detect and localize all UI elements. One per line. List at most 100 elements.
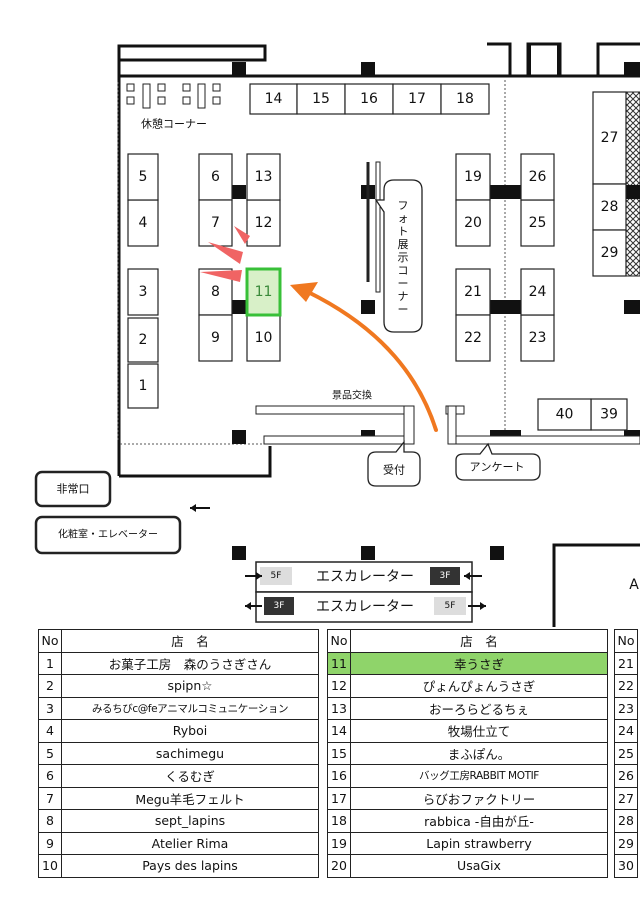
row-no: 17: [327, 786, 351, 810]
booth-24: 24: [520, 268, 555, 316]
row-no: 16: [327, 764, 351, 788]
booth-10: 10: [246, 314, 281, 362]
row-name: UsaGix: [350, 854, 608, 878]
rest-corner-seats: [126, 83, 221, 109]
row-no: 3: [38, 696, 62, 720]
booth-number: 13: [255, 169, 273, 185]
booth-box: [245, 267, 282, 317]
row-name: rabbica -自由が丘-: [350, 809, 608, 833]
booth-26: 26: [520, 153, 555, 201]
hall-wall-bottom: [119, 446, 272, 478]
row-name: Atelier Rima: [61, 831, 319, 855]
booth-7: 7: [198, 199, 233, 247]
row-no: 7: [38, 786, 62, 810]
row-name: Ryboi: [61, 719, 319, 743]
row-no: 23: [614, 696, 638, 720]
escalator-label: エスカレーター: [316, 599, 414, 615]
booth-number: 15: [312, 91, 330, 107]
row-name: おーろらどるちぇ: [350, 696, 608, 720]
row-no: 26: [614, 764, 638, 788]
booth-number: 25: [529, 215, 547, 231]
escalator-label: エスカレーター: [316, 569, 414, 585]
row-no: 15: [327, 741, 351, 765]
survey-label: アンケート: [470, 461, 525, 474]
table-row: 30: [614, 854, 638, 878]
table-row: 22: [614, 674, 638, 698]
row-name: Megu羊毛フェルト: [61, 786, 319, 810]
booth-3: 3: [127, 268, 159, 316]
booth-number: 22: [464, 330, 482, 346]
header-no: No: [327, 629, 351, 653]
row-no: 21: [614, 651, 638, 675]
booth-box: [198, 199, 233, 247]
booth-number: 12: [255, 215, 273, 231]
booth-22: 22: [455, 314, 491, 362]
prize-counters: [255, 405, 640, 445]
booth-6: 6: [198, 153, 233, 201]
row-no: 24: [614, 719, 638, 743]
restroom-elevator-label: 化粧室・エレベーター: [58, 528, 158, 541]
row-name: ぴょんぴょんうさぎ: [350, 674, 608, 698]
table-row: 23: [614, 696, 638, 720]
hall-wall-left: [117, 44, 267, 476]
row-name: バッグ工房RABBIT MOTIF: [350, 764, 608, 788]
booth-box: [246, 153, 281, 201]
booth-18: 18: [440, 83, 490, 115]
row-no: 18: [327, 809, 351, 833]
prize-exchange-label: 景品交換: [332, 389, 372, 402]
booth-box: [127, 268, 159, 316]
booth-25: 25: [520, 199, 555, 247]
row-no: 13: [327, 696, 351, 720]
booth-number: 8: [211, 284, 220, 300]
row-no: 19: [327, 831, 351, 855]
booth-number: 17: [408, 91, 426, 107]
photo-corner-bubble: フォト展示コーナー: [374, 179, 423, 333]
booth-number: 19: [464, 169, 482, 185]
table-header-row: No: [614, 629, 638, 653]
floor-3f-tag: 3F: [440, 571, 451, 581]
booth-box: [198, 314, 233, 362]
booth-27: 27: [592, 91, 627, 185]
booth-number: 27: [601, 130, 619, 146]
booth-number: 6: [211, 169, 220, 185]
row-no: 22: [614, 674, 638, 698]
booth-29: 29: [592, 229, 627, 277]
booth-box: [296, 83, 346, 115]
booth-box: [520, 314, 555, 362]
highlight-burst: [200, 226, 250, 282]
row-no: 8: [38, 809, 62, 833]
restroom-elevator: 化粧室・エレベーター: [34, 515, 182, 555]
hall-wall-top-right: [487, 42, 640, 76]
booth-number: 21: [464, 284, 482, 300]
booth-4: 4: [127, 199, 159, 247]
emergency-exit: 非常口: [34, 470, 112, 508]
row-name: 牧場仕立て: [350, 719, 608, 743]
booth-box: [127, 199, 159, 247]
escalator-upper: 5F 3F エスカレーター: [245, 561, 482, 593]
row-no: 4: [38, 719, 62, 743]
row-no: 9: [38, 831, 62, 855]
row-no: 14: [327, 719, 351, 743]
booth-14: 14: [249, 83, 298, 115]
row-name: みるちびc@feアニマルコミュニケーション: [61, 696, 319, 720]
table-row: 29: [614, 831, 638, 855]
booth-number: 7: [211, 215, 220, 231]
row-no: 2: [38, 674, 62, 698]
booth-9: 9: [198, 314, 233, 362]
booth-box: [127, 317, 159, 363]
